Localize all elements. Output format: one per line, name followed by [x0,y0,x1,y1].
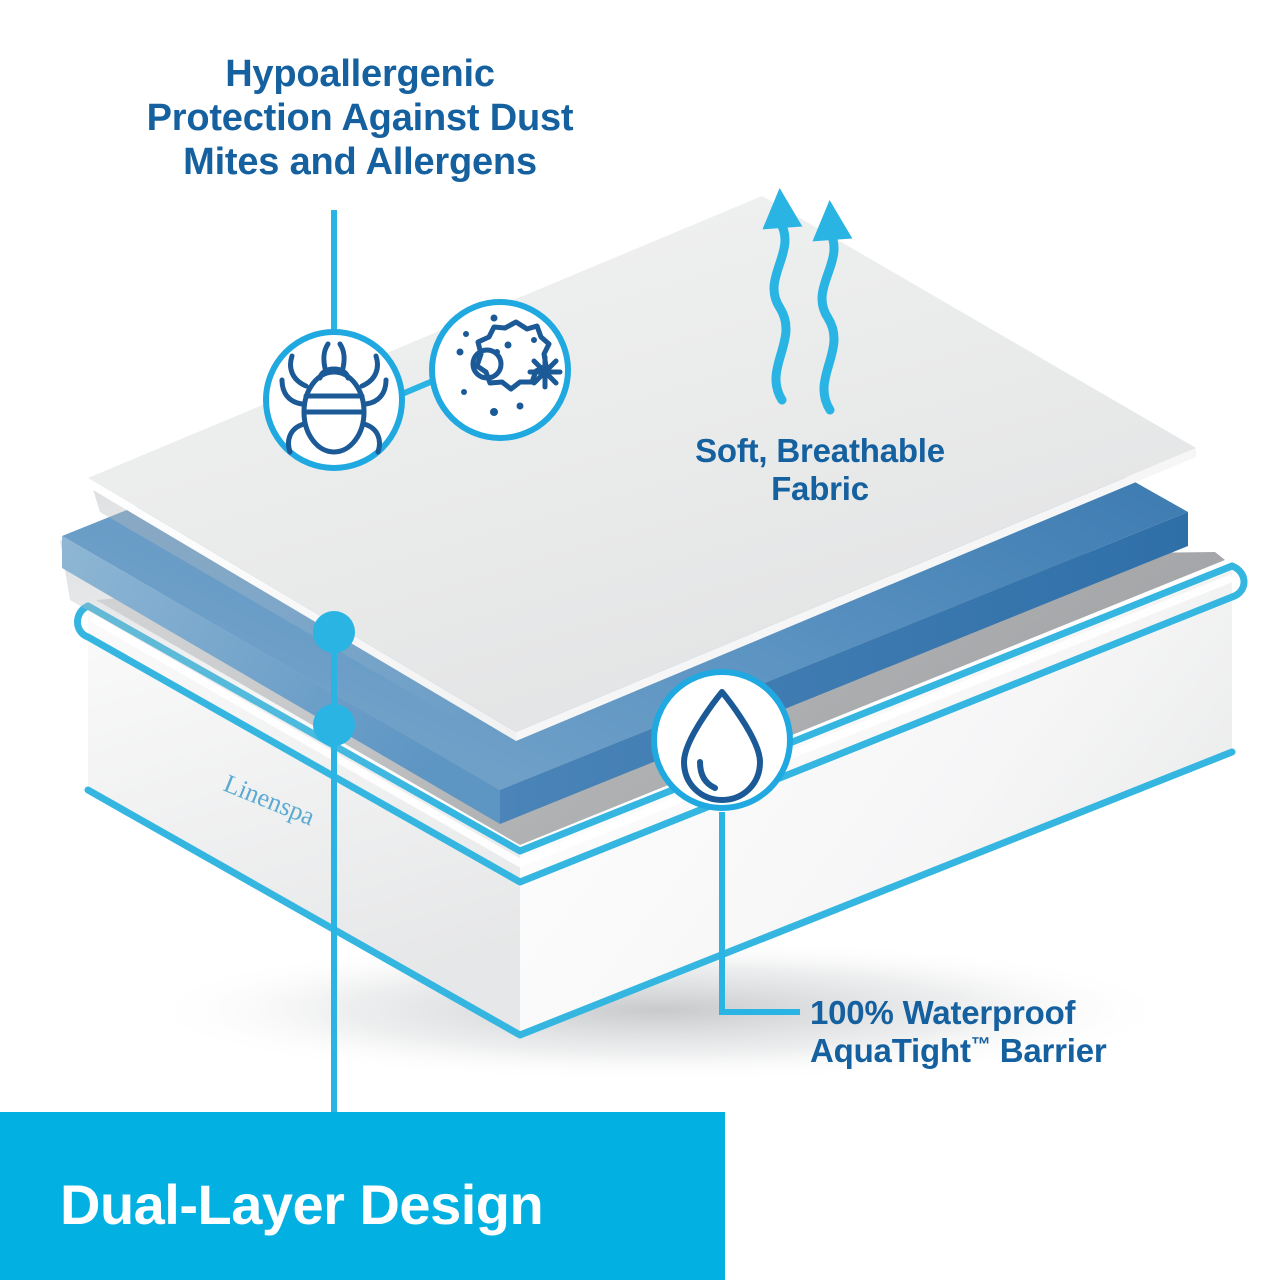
connector-waterproof [719,812,800,1015]
breathable-line-2: Fabric [771,470,869,508]
trademark-symbol: ™ [970,1034,991,1057]
dual-layer-banner-text: Dual-Layer Design [60,1173,544,1236]
mattress-drop-shadow [140,938,1180,1082]
airflow-arrows-group [762,188,853,415]
water-droplet-icon [681,689,763,803]
dual-layer-banner [0,1112,725,1280]
allergen-particle-icon-badge [429,299,571,441]
allergen-particle-icon [456,314,563,416]
headline-line-3: Mites and Allergens [183,141,537,184]
layer-marker-dot-bottom [313,704,355,746]
airflow-arrow-icon [762,188,803,405]
dust-mite-icon [279,341,389,455]
waterproof-brand: AquaTight [810,1032,971,1070]
waterproof-line-1: 100% Waterproof [810,994,1076,1031]
airflow-arrow-icon [812,200,853,415]
layer-marker-dot-top [313,611,355,653]
waterproof-suffix: Barrier [990,1032,1107,1070]
dust-mite-icon-badge [263,329,405,471]
headline-line-2: Protection Against Dust [146,97,574,140]
water-droplet-icon-badge [651,669,793,811]
waterproof-line-2: AquaTight™ Barrier [810,1032,1210,1070]
callout-waterproof-label: 100% Waterproof AquaTight™ Barrier [810,994,1210,1071]
headline-line-1: Hypoallergenic [225,53,495,95]
breathable-line-1: Soft, Breathable [695,432,945,469]
callout-breathable-label: Soft, Breathable Fabric [620,432,1020,509]
callout-hypoallergenic-label: Hypoallergenic Protection Against Dust M… [60,52,660,184]
